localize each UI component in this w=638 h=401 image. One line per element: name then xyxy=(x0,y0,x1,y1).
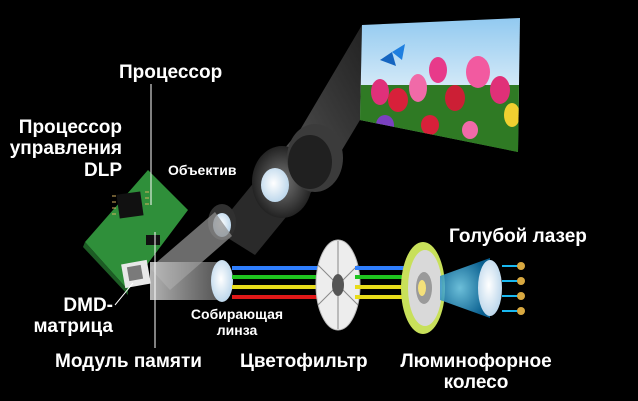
collecting-lens xyxy=(211,260,233,302)
dlp-circuit-board xyxy=(83,170,188,295)
label-collecting-lens: Собирающая линза xyxy=(184,306,290,338)
label-collecting-lens-line-2: линза xyxy=(216,321,258,338)
label-dmd-line-2: матрица xyxy=(33,316,113,338)
collecting-beam xyxy=(150,262,222,300)
tulips-butterfly-image xyxy=(360,18,520,152)
color-beams-right xyxy=(355,266,410,299)
label-dmd: DMD- матрица xyxy=(34,295,113,338)
color-beams-left xyxy=(232,266,322,299)
label-memory-module: Модуль памяти xyxy=(55,351,202,372)
label-dlp-processor: Процессор управления DLP xyxy=(10,117,122,181)
label-dlp-processor-line-3: DLP xyxy=(84,159,122,181)
label-phosphor-wheel-line-1: Люминофорное xyxy=(400,351,552,372)
phosphor-wheel xyxy=(401,242,445,334)
label-dlp-processor-line-2: управления xyxy=(9,138,122,160)
label-lens: Объектив xyxy=(168,162,237,178)
blue-laser-glow xyxy=(440,258,490,318)
label-phosphor-wheel-line-2: колесо xyxy=(443,372,509,394)
laser-lens xyxy=(478,260,502,316)
label-processor: Процессор xyxy=(119,62,223,83)
label-dlp-processor-line-1: Процессор xyxy=(18,117,122,138)
dmd-leader-line xyxy=(114,282,134,306)
label-dmd-line-1: DMD- xyxy=(63,295,113,316)
label-collecting-lens-line-1: Собирающая xyxy=(190,306,284,322)
label-blue-laser: Голубой лазер xyxy=(449,226,587,247)
blue-laser-diodes xyxy=(502,262,525,315)
label-color-filter: Цветофильтр xyxy=(240,351,368,372)
color-filter-wheel xyxy=(315,239,361,331)
label-phosphor-wheel: Люминофорное колесо xyxy=(390,351,562,394)
